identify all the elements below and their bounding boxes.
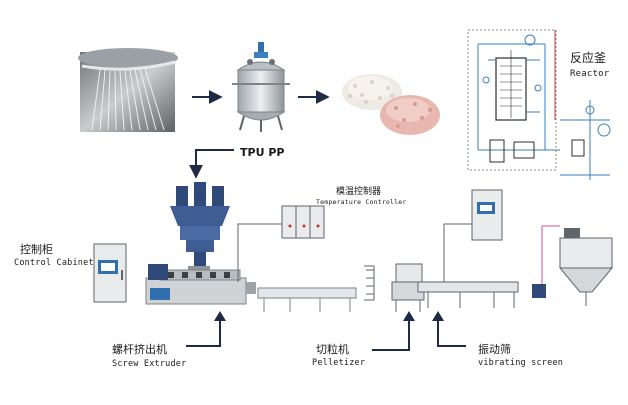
control-cabinet-label-cn: 控制柜 [20,243,53,256]
screen-pointer-head [432,311,444,321]
control-cabinet [93,243,127,303]
pelletizer-label-cn: 切粒机 [316,343,349,356]
pellet-piles [342,74,440,135]
vibrating-screen-machine [417,189,519,308]
screen-pointer [437,318,466,347]
extruder-pointer [186,318,221,347]
extruder-pointer-head [214,311,226,321]
temp-controller-label-en: Temperature Controller [316,198,407,206]
reactor-vessel-icon [232,42,290,132]
feeder-hoppers [170,182,230,274]
feed-arrow [189,149,234,179]
screw-extruder-label-en: Screw Extruder [112,359,187,369]
pelletizer-machine [364,263,425,312]
reactor-schematic [467,29,611,180]
water-bath [257,287,357,312]
vibrating-screen-label-cn: 振动筛 [478,343,511,356]
screw-extruder-label-cn: 螺杆挤出机 [112,343,167,356]
reactor-label-en: Reactor [570,69,610,79]
pelletizer-pointer [372,318,410,351]
temperature-controller [237,205,325,282]
temp-controller-label-cn: 模温控制器 [336,187,382,197]
input-material-label: TPU PP [240,146,285,159]
reactor-label-cn: 反应釜 [570,51,607,65]
extruder-machine [145,264,256,305]
storage-silo [532,225,614,306]
control-cabinet-label-en: Control Cabinet [14,258,94,268]
strand-die-photo [78,48,178,132]
pelletizer-label-en: Pelletizer [312,358,366,368]
vibrating-screen-label-en: vibrating screen [478,358,564,368]
pelletizer-pointer-head [403,311,415,321]
